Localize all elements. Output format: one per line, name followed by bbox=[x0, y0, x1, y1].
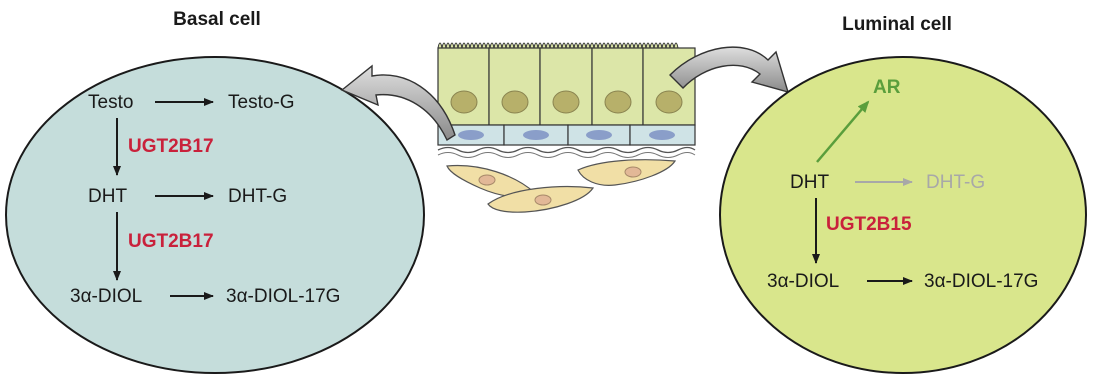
luminal-diol-label: 3α-DIOL bbox=[767, 271, 839, 292]
basal-nucleus bbox=[586, 130, 612, 140]
basement-membrane bbox=[438, 153, 695, 158]
luminal-nucleus bbox=[605, 91, 631, 113]
basal-dht-g-label: DHT-G bbox=[228, 186, 287, 207]
basal-testo-label: Testo bbox=[88, 92, 133, 113]
fibroblast-nucleus bbox=[535, 195, 551, 205]
basal-cell-title: Basal cell bbox=[173, 9, 261, 30]
basal-enzyme-label-1: UGT2B17 bbox=[128, 136, 214, 157]
basement-membrane bbox=[438, 148, 695, 153]
luminal-nucleus bbox=[656, 91, 682, 113]
basal-enzyme-label-2: UGT2B17 bbox=[128, 231, 214, 252]
luminal-nucleus bbox=[553, 91, 579, 113]
luminal-dht-label: DHT bbox=[790, 172, 829, 193]
basal-nucleus bbox=[458, 130, 484, 140]
luminal-diol-17g-label: 3α-DIOL-17G bbox=[924, 271, 1038, 292]
basal-cell-body bbox=[6, 57, 424, 373]
epithelium-illustration bbox=[438, 43, 695, 212]
basal-diol-label: 3α-DIOL bbox=[70, 286, 142, 307]
basal-cell-panel: Basal cell Testo Testo-G UGT2B17 DHT DHT… bbox=[6, 9, 424, 373]
luminal-cell-title: Luminal cell bbox=[842, 14, 952, 35]
luminal-dht-g-label: DHT-G bbox=[926, 172, 985, 193]
basal-nucleus bbox=[523, 130, 549, 140]
luminal-enzyme-label: UGT2B15 bbox=[826, 214, 912, 235]
luminal-nucleus bbox=[451, 91, 477, 113]
basal-diol-17g-label: 3α-DIOL-17G bbox=[226, 286, 340, 307]
microvilli-border bbox=[438, 43, 678, 48]
basal-testo-g-label: Testo-G bbox=[228, 92, 295, 113]
fibroblast-nucleus bbox=[625, 167, 641, 177]
luminal-nucleus bbox=[502, 91, 528, 113]
ar-receptor-label: AR bbox=[873, 77, 901, 98]
basal-dht-label: DHT bbox=[88, 186, 127, 207]
basal-nucleus bbox=[649, 130, 675, 140]
fibroblast-nucleus bbox=[479, 175, 495, 185]
